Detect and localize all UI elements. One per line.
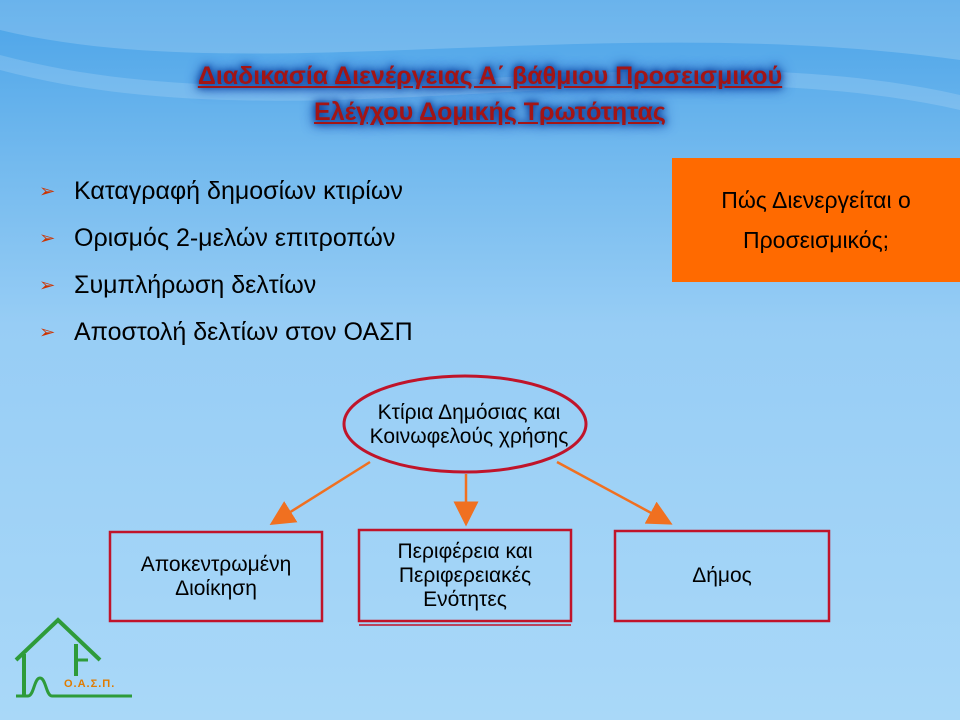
box-center-text: Περιφέρεια και Περιφερειακές Ενότητες xyxy=(397,539,533,611)
box-left-frame xyxy=(108,530,324,623)
bullet-item: ➢ Συμπλήρωση δελτίων xyxy=(38,262,413,309)
bullet-text: Καταγραφή δημοσίων κτιρίων xyxy=(74,177,403,205)
oasp-logo-icon xyxy=(14,617,132,698)
callout-text: Πώς Διενεργείται ο Προσεισμικός; xyxy=(721,187,911,253)
bullet-text: Ορισμός 2-μελών επιτροπών xyxy=(74,224,396,252)
top-node-text: Κτίρια Δημόσιας και Κοινωφελούς χρήσης xyxy=(369,401,569,448)
bullet-list: ➢ Καταγραφή δημοσίων κτιρίων ➢ Ορισμός 2… xyxy=(38,168,413,356)
bullet-item: ➢ Ορισμός 2-μελών επιτροπών xyxy=(38,215,413,262)
title-line-1: Διαδικασία Διενέργειας Α΄ βάθμιου Προσει… xyxy=(197,62,783,90)
arrow-left xyxy=(269,460,371,525)
title-line-2: Ελέγχου Δομικής Τρωτότητας xyxy=(314,98,666,126)
arrow-right xyxy=(556,460,673,525)
top-node-ellipse xyxy=(342,374,588,474)
box-right-frame xyxy=(613,529,831,623)
bullet-text: Συμπλήρωση δελτίων xyxy=(74,271,317,299)
bullet-text: Αποστολή δελτίων στον ΟΑΣΠ xyxy=(74,318,413,346)
arrow-bullet-icon: ➢ xyxy=(38,275,56,295)
callout-box: Πώς Διενεργείται ο Προσεισμικός; xyxy=(672,158,960,282)
box-center-frame xyxy=(357,528,573,623)
logo-text: Ο.Α.Σ.Π. xyxy=(64,678,116,690)
box-right-text: Δήμος xyxy=(692,564,752,587)
bullet-item: ➢ Καταγραφή δημοσίων κτιρίων xyxy=(38,168,413,215)
slide-title: Διαδικασία Διενέργειας Α΄ βάθμιου Προσει… xyxy=(60,58,920,130)
arrow-bullet-icon: ➢ xyxy=(38,322,56,342)
bullet-item: ➢ Αποστολή δελτίων στον ΟΑΣΠ xyxy=(38,309,413,356)
arrow-bullet-icon: ➢ xyxy=(38,228,56,248)
box-left-text: Αποκεντρωμένη Διοίκηση xyxy=(140,552,292,600)
arrow-bullet-icon: ➢ xyxy=(38,181,56,201)
